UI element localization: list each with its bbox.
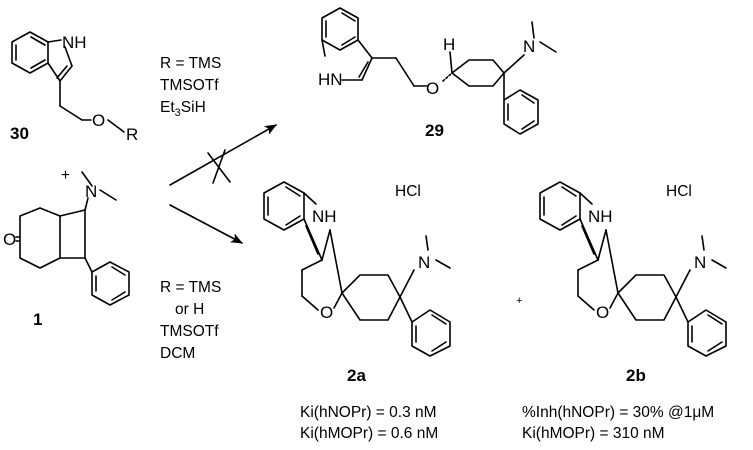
indole-nh-label: NH [62,33,87,52]
indole-hn-label: HN [318,70,343,89]
stereo-h-label: H [443,35,455,54]
compound-2b-number: 2b [626,366,646,385]
inh-nop-2b: %Inh(hNOPr) = 30% @1μM [522,404,714,421]
dimethylamino-n-label: N [85,182,97,201]
conditions-top-line-3: Et3SiH [160,99,206,119]
compound-29-bonds [321,7,557,135]
plus-sign-left: + [61,167,70,184]
compound-1-bonds [15,171,130,306]
ki-mop-2b: Ki(hMOPr) = 310 nM [522,425,665,442]
compound-30-number: 30 [10,124,29,143]
ki-nop-2a: Ki(hNOPr) = 0.3 nM [300,404,437,421]
conditions-top-line-2: TMSOTf [160,77,219,94]
hcl-salt-label-2b: HCl [666,183,692,200]
ether-oxygen-label: O [92,111,105,130]
dimethylamino-n-label: N [523,37,535,56]
compound-29: HN O H N 29 [318,7,557,140]
compound-1: O N 1 [3,171,130,329]
conditions-bottom: R = TMS or H TMSOTf DCM [160,279,221,362]
conditions-bottom-line-1: R = TMS [160,279,221,296]
conditions-bottom-line-3: TMSOTf [160,323,219,340]
compound-2a: NH O N HCl 2a Ki(hNOPr) = 0.3 nM Ki(hMOP… [263,181,451,442]
compound-1-number: 1 [33,310,42,329]
compound-2b: NH O N HCl 2b %Inh(hNOPr) = 30% @1μM Ki(… [522,181,727,442]
pyran-oxygen-label: O [596,303,609,322]
pyran-oxygen-label: O [320,303,333,322]
compound-29-number: 29 [425,121,444,140]
conditions-bottom-line-2: or H [175,301,204,318]
compound-2a-number: 2a [347,366,366,385]
conditions-bottom-line-4: DCM [160,345,195,362]
compound-30: NH O R 30 [10,31,138,144]
ether-oxygen-label: O [426,79,439,98]
compound-2a-bonds [263,181,451,357]
conditions-top: R = TMS TMSOTf Et3SiH [160,55,221,119]
ki-mop-2a: Ki(hMOPr) = 0.6 nM [300,425,438,442]
plus-sign-right: + [516,295,522,307]
conditions-top-line-1: R = TMS [160,55,221,72]
hcl-salt-label-2a: HCl [395,183,421,200]
arrow-to-2a [169,204,243,244]
compound-30-bonds [11,31,125,133]
r-group-label: R [126,125,138,144]
compound-2b-bonds [539,181,727,357]
ketone-oxygen-label: O [3,230,16,249]
failed-reaction-cross-b [212,149,226,184]
dimethylamino-n-label: N [418,253,430,272]
dimethylamino-n-label: N [694,253,706,272]
indole-nh-label: NH [312,207,337,226]
indole-nh-label: NH [588,207,613,226]
